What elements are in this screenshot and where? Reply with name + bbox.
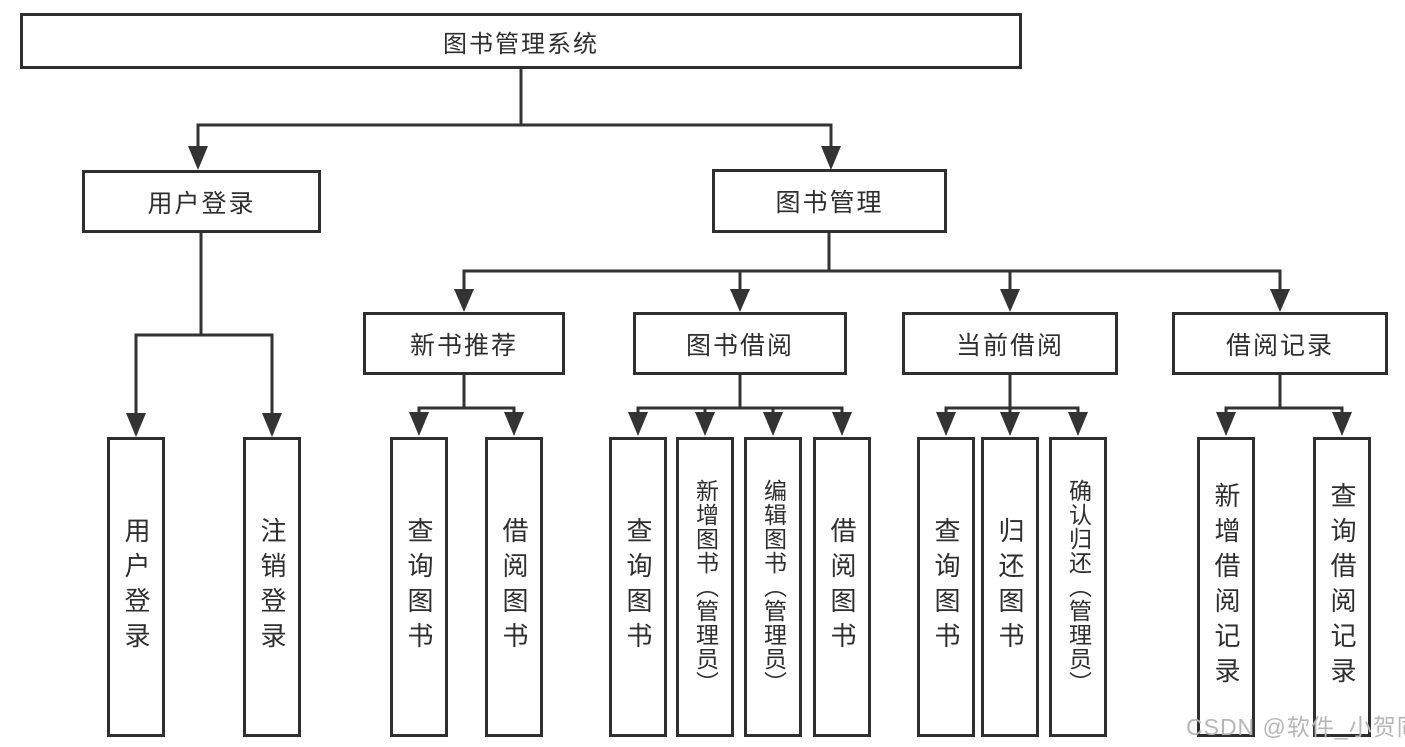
leaf-borrow-query-books-label: 查询图书 [623,517,653,657]
leaf-rec-query-books: 查询图书 [390,437,448,737]
leaf-borrow-books: 借阅图书 [813,437,871,737]
leaf-borrow-books-label: 借阅图书 [827,517,857,657]
node-root-label: 图书管理系统 [443,30,599,58]
leaf-rec-query-books-label: 查询图书 [404,517,434,657]
leaf-logout: 注销登录 [243,437,301,737]
node-borrow-record-label: 借阅记录 [1225,331,1334,360]
leaf-add-borrow-record-label: 新增借阅记录 [1211,482,1241,692]
node-user-login: 用户登录 [82,170,321,233]
node-new-rec-label: 新书推荐 [409,331,518,360]
node-user-login-label: 用户登录 [147,189,256,218]
leaf-edit-books-admin-label: 编辑图书（管理员） [760,479,787,695]
node-book-borrow-label: 图书借阅 [685,331,794,360]
node-book-borrow: 图书借阅 [633,312,847,375]
node-current-borrow-label: 当前借阅 [955,331,1064,360]
leaf-add-books-admin: 新增图书（管理员） [676,437,734,737]
node-book-mgmt-label: 图书管理 [775,189,884,217]
leaf-confirm-return-admin: 确认归还（管理员） [1049,437,1107,737]
leaf-user-login-label: 用户登录 [121,517,151,657]
leaf-return-books-label: 归还图书 [995,517,1025,657]
node-borrow-record: 借阅记录 [1172,312,1388,375]
leaf-current-query-books-label: 查询图书 [931,517,961,657]
leaf-query-borrow-record: 查询借阅记录 [1313,437,1371,737]
leaf-query-borrow-record-label: 查询借阅记录 [1327,482,1357,692]
leaf-return-books: 归还图书 [981,437,1039,737]
leaf-logout-label: 注销登录 [257,517,287,657]
leaf-borrow-query-books: 查询图书 [609,437,667,737]
leaf-confirm-return-admin-label: 确认归还（管理员） [1065,479,1092,695]
leaf-add-borrow-record: 新增借阅记录 [1197,437,1255,737]
node-root: 图书管理系统 [20,13,1022,69]
leaf-rec-borrow-books: 借阅图书 [485,437,543,737]
node-current-borrow: 当前借阅 [902,312,1118,375]
leaf-current-query-books: 查询图书 [917,437,975,737]
node-new-rec: 新书推荐 [363,312,565,375]
leaf-add-books-admin-label: 新增图书（管理员） [692,479,719,695]
csdn-watermark: CSDN @软件_小贺同学 [1186,714,1405,740]
leaf-rec-borrow-books-label: 借阅图书 [499,517,529,657]
node-book-mgmt: 图书管理 [712,169,947,233]
leaf-edit-books-admin: 编辑图书（管理员） [744,437,802,737]
leaf-user-login: 用户登录 [107,437,165,737]
